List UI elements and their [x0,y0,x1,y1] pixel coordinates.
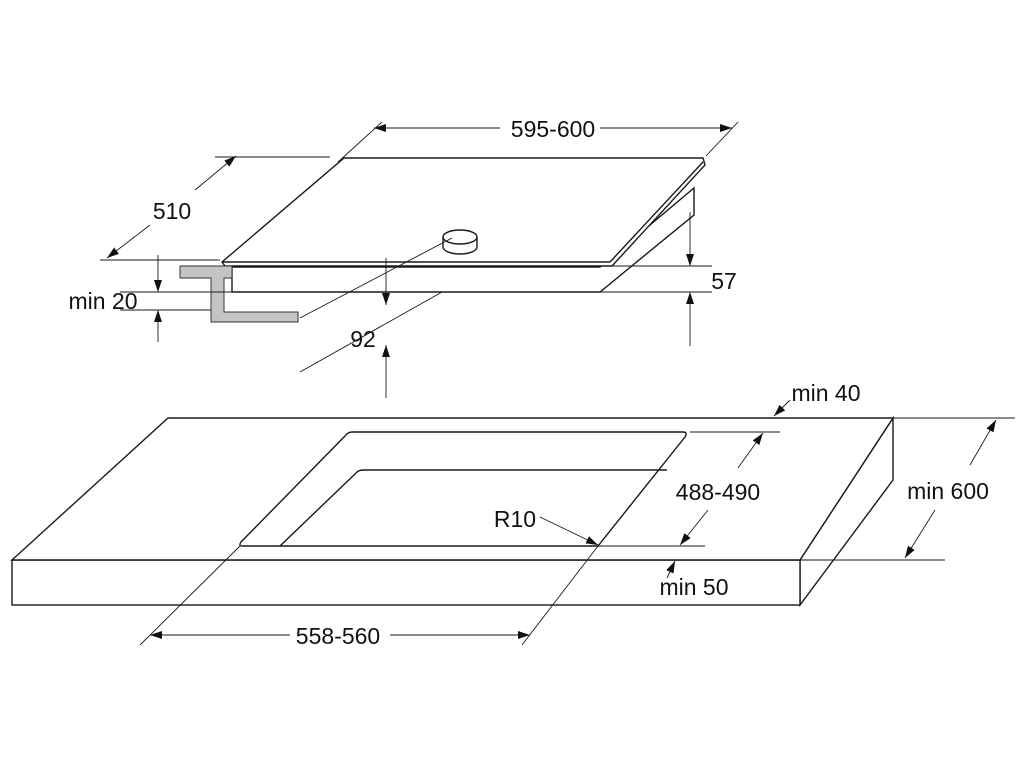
mounting-bracket [179,265,299,323]
hob-width-label: 595-600 [511,116,595,142]
worktop-dimensions: min 40 488-490 min 600 R10 min 50 558-56… [139,380,1015,649]
min-clearance-label: min 20 [68,288,137,314]
worktop-drawing [10,415,895,608]
hob-drawing [179,157,706,323]
hob-depth-label: 510 [153,198,191,224]
worktop-top [10,417,895,561]
hob-cutout-depth-label: 92 [350,326,376,352]
front-distance-label: min 50 [659,574,728,600]
worktop-depth-label: min 600 [907,478,989,504]
rear-distance-label: min 40 [791,380,860,406]
hob-height-label: 57 [711,268,737,294]
cutout-outer [239,431,687,547]
corner-radius-label: R10 [494,506,536,532]
knob [442,229,478,255]
cutout-inner [279,469,667,547]
cutout-depth-label: 488-490 [676,479,760,505]
hob-dimensions: 595-600 510 min 20 57 92 [68,116,739,398]
cutout-width-label: 558-560 [296,623,380,649]
